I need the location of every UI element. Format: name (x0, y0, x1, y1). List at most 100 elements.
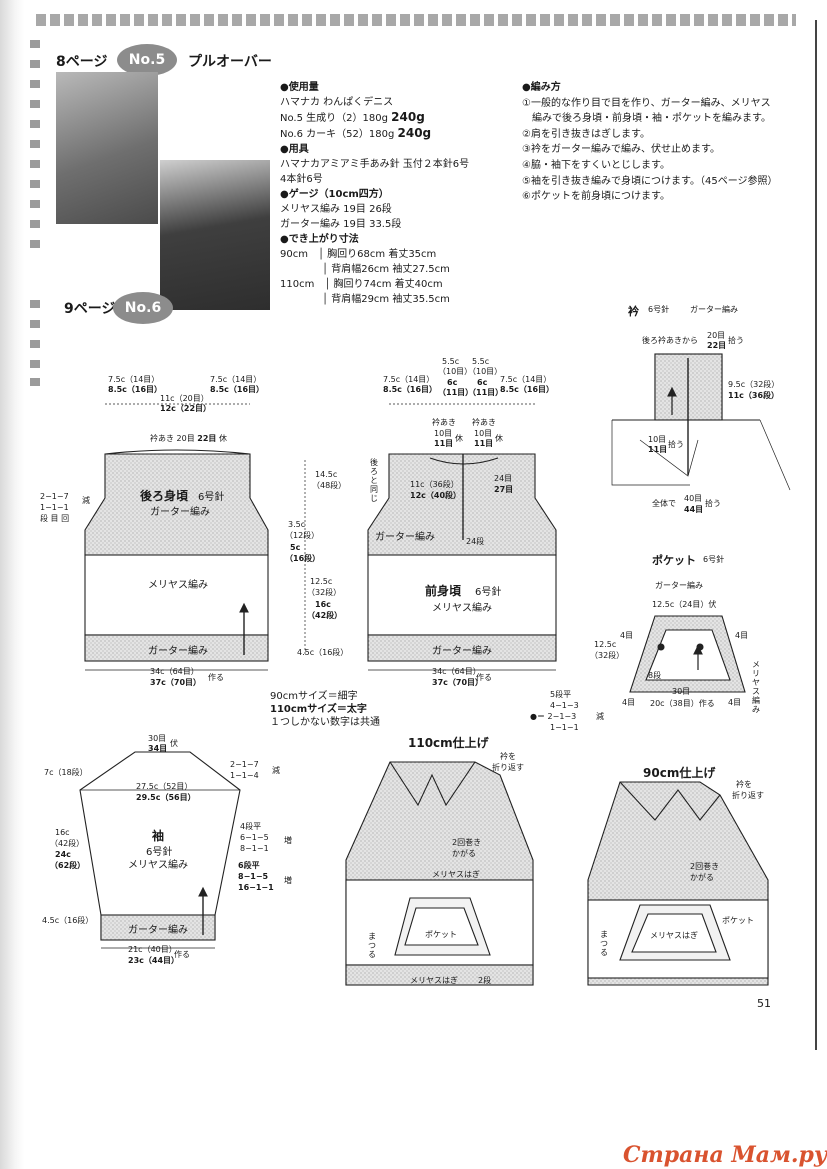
collar-total: 全体で (652, 499, 676, 508)
front-r1b: 27目 (494, 485, 514, 494)
front-t1b: 6c (447, 378, 458, 387)
pocket-right: メリヤス編み (752, 660, 760, 714)
front-tl: 7.5c（14目） (383, 375, 435, 384)
size-note-thin: 90cmサイズ＝細字 (270, 691, 358, 702)
no5-badge: No.5 (117, 44, 177, 76)
binding-mark (30, 140, 40, 148)
front-bottom-90: 34c（64目） (432, 667, 481, 676)
back-h3b: 16c (315, 600, 331, 609)
back-neck-st: 20目 (176, 434, 195, 443)
back-bottom-90: 34c（64目） (150, 667, 199, 676)
sleeve-dec2: 1−1−4 (230, 771, 259, 780)
collar-total-r: 拾う (705, 499, 721, 508)
collar-total-b: 44目 (684, 505, 704, 514)
gauge-stockinette: メリヤス編み 19目 26段 (280, 204, 392, 215)
size110-label: 110cm (280, 279, 315, 290)
pattern-title: プルオーバー (188, 54, 272, 70)
binding-mark (30, 360, 40, 368)
size110-line1: 胸回り74cm 着丈40cm (333, 279, 443, 290)
front-pattern2: ガーター編み (432, 646, 492, 657)
collar-hb: 11c（36段） (728, 391, 780, 400)
finish90-stockinette: メリヤスはぎ (650, 931, 698, 940)
sleeve-left: 7c（18段） (44, 768, 88, 777)
yarn-brand: ハマナカ わんぱくデニス (280, 97, 394, 108)
binding-mark (30, 80, 40, 88)
pocket-dec-label: 減 (596, 712, 604, 721)
finish110-stock2: メリヤスはぎ (410, 976, 458, 985)
collar-diagram (611, 353, 791, 491)
front-t2: 5.5c (472, 357, 490, 366)
front-neck-l-b: 11目 (434, 439, 454, 448)
page9-label: 9ページ (64, 301, 116, 317)
finish110-rows: 2段 (478, 976, 492, 985)
sleeve-inc-d: 6段平 (238, 861, 260, 870)
pocket-dec-b: 4−1−3 (550, 701, 579, 710)
back-h4: 4.5c（16段） (297, 648, 349, 657)
pocket-needle: 6号針 (703, 555, 725, 564)
collar-side-r: 拾う (668, 440, 684, 449)
binding-mark (30, 320, 40, 328)
front-r1: 24目 (494, 474, 513, 483)
front-neck-r: 衿あき (472, 418, 496, 427)
sleeve-top-r: 伏 (170, 739, 178, 748)
size110-line2: 背肩幅29cm 袖丈35.5cm (331, 294, 450, 305)
pocket-dec-sym: ●＝ (530, 712, 545, 721)
binding-mark (30, 180, 40, 188)
finish110-fold: 衿を (500, 752, 516, 761)
sleeve-hs: （42段） (50, 839, 85, 848)
sleeve-title: 袖 (152, 829, 165, 843)
front-tlb: 8.5c（16目） (383, 385, 438, 394)
pocket-b1: 30目 (672, 687, 691, 696)
back-bottom-110: 37c（70目） (150, 678, 202, 687)
tools-heading: ●用具 (280, 144, 309, 155)
pocket-top: 12.5c（24目）伏 (652, 600, 717, 609)
front-tr: 7.5c（14目） (500, 375, 552, 384)
front-t2b: 6c (477, 378, 488, 387)
materials-block: ●使用量 ハマナカ わんぱくデニス No.5 生成り（2）180g 240g N… (280, 82, 470, 305)
back-top-mid-90: 11c（20目） (160, 394, 209, 403)
pocket-title: ポケット (652, 554, 696, 567)
step-item: ⑥ポケットを前身頃につけます。 (522, 191, 670, 203)
finish110-pocket: ポケット (425, 930, 457, 939)
back-h1s: （48段） (312, 481, 347, 490)
pocket-dec-c: 2−1−3 (547, 712, 577, 721)
front-same: 後ろと同じ (370, 458, 378, 503)
top-dotted-border (36, 14, 796, 26)
back-top-right-90: 7.5c（14目） (210, 375, 262, 384)
sleeve-pattern: メリヤス編み (128, 860, 188, 871)
sleeve-bottom: 21c（40目） (128, 945, 177, 954)
sleeve-top-b: 34目 (148, 744, 168, 753)
tools-line: 4本針6号 (280, 174, 323, 185)
back-dec: 2−1−7 (40, 492, 69, 501)
sleeve-diagram (79, 751, 241, 949)
front-neck-l: 衿あき (432, 418, 456, 427)
back-h2s: （12段） (285, 531, 320, 540)
collar-pickup-r: 拾う (728, 336, 744, 345)
pocket-dec-a: 5段平 (550, 690, 572, 699)
binding-mark (30, 60, 40, 68)
steps-heading: ●編み方 (522, 82, 561, 93)
back-top-left-90: 7.5c（14目） (108, 375, 160, 384)
binding-mark (30, 120, 40, 128)
step-item: ④脇・袖下をすくいとじします。 (522, 159, 670, 171)
collar-side-b: 11目 (648, 445, 668, 454)
pocket-b4: 4目 (728, 698, 742, 707)
collar-total-a: 40目 (684, 494, 703, 503)
collar-needle: 6号針 (648, 305, 670, 314)
back-pattern1: ガーター編み (150, 507, 210, 518)
sleeve-inc-c: 8−1−1 (240, 844, 269, 853)
front-trb: 8.5c（16目） (500, 385, 555, 394)
binding-mark (30, 300, 40, 308)
finished-heading: ●でき上がり寸法 (280, 234, 359, 245)
front-t1s: （10目） (438, 367, 473, 376)
pocket-dec-d: 1−1−1 (550, 723, 579, 732)
pocket-l1: 4目 (620, 631, 634, 640)
sleeve-bottom-b: 23c（44目） (128, 956, 180, 965)
collar-pattern: ガーター編み (690, 305, 738, 314)
finish90-twist: 2回巻き (690, 862, 720, 871)
pocket-diagram (629, 615, 746, 693)
sleeve-wb: 29.5c（56目） (136, 793, 196, 802)
back-cast: 作る (208, 673, 224, 682)
back-h1: 14.5c (315, 470, 338, 479)
pocket-side-s: （32段） (590, 651, 625, 660)
